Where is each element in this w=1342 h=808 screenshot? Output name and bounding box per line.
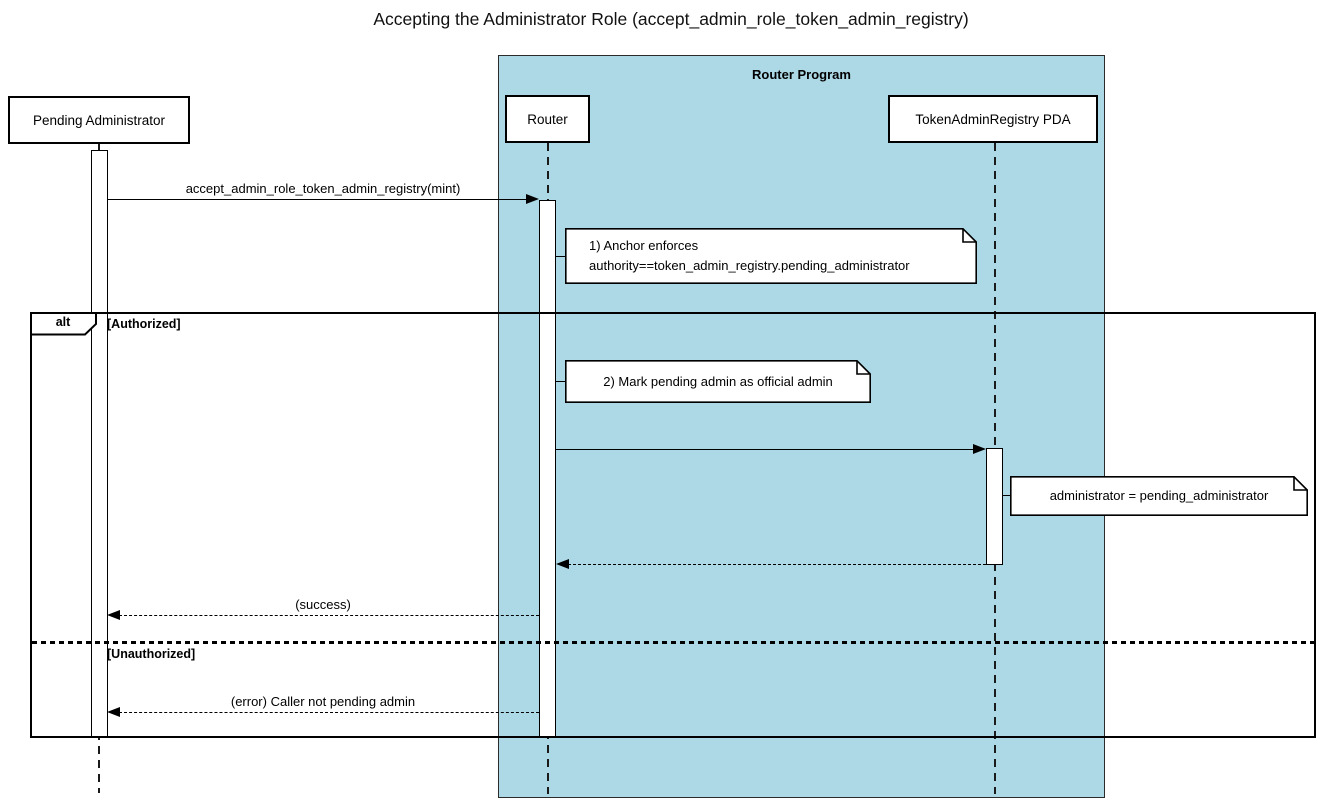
- message-error-line: [119, 712, 539, 713]
- alt-operator-pentagon: [30, 312, 97, 336]
- note-anchor-check-text: 1) Anchor enforces authority==token_admi…: [565, 228, 977, 284]
- diagram-title: Accepting the Administrator Role (accept…: [373, 9, 969, 29]
- participant-router-label: Router: [527, 111, 568, 127]
- message-call-line: [107, 199, 528, 200]
- guard-authorized: [Authorized]: [107, 317, 181, 331]
- participant-pending-administrator-label: Pending Administrator: [32, 112, 166, 128]
- message-success-label: (success): [295, 597, 351, 612]
- note-anchor-check-connector: [556, 256, 566, 257]
- participant-token-admin-registry-pda: TokenAdminRegistry PDA: [888, 95, 1098, 143]
- router-program-container: Router Program: [498, 55, 1105, 798]
- message-error-arrowhead-icon: [107, 707, 120, 717]
- note-shape-icon: [1010, 476, 1308, 516]
- message-call-arrowhead-icon: [526, 194, 539, 204]
- note-assignment: administrator = pending_administrator: [1010, 476, 1308, 516]
- message-call-label: accept_admin_role_token_admin_registry(m…: [185, 181, 461, 196]
- message-update-line: [556, 449, 974, 450]
- message-update-return-arrowhead-icon: [556, 559, 569, 569]
- note-shape-icon: [565, 360, 871, 403]
- participant-router: Router: [505, 95, 590, 143]
- note-anchor-check-line1: 1) Anchor enforces: [589, 238, 699, 253]
- alt-operator-label: alt: [55, 315, 71, 329]
- message-update-arrowhead-icon: [973, 444, 986, 454]
- note-anchor-check: 1) Anchor enforces authority==token_admi…: [565, 228, 977, 284]
- note-assignment-connector: [1002, 495, 1011, 496]
- note-anchor-check-line2: authority==token_admin_registry.pending_…: [589, 258, 910, 273]
- message-error-label: (error) Caller not pending admin: [230, 694, 416, 709]
- note-mark-admin: 2) Mark pending admin as official admin: [565, 360, 871, 403]
- guard-unauthorized: [Unauthorized]: [107, 647, 196, 661]
- note-mark-admin-text: 2) Mark pending admin as official admin: [603, 373, 833, 389]
- message-success-arrowhead-icon: [107, 610, 120, 620]
- message-update-return-line: [568, 564, 986, 565]
- alt-frame: alt [Authorized] [Unauthorized]: [30, 312, 1316, 738]
- participant-token-admin-registry-pda-label: TokenAdminRegistry PDA: [915, 111, 1071, 127]
- note-mark-admin-connector: [556, 381, 566, 382]
- note-shape-icon: [565, 228, 977, 284]
- alt-divider: [32, 641, 1314, 644]
- router-program-label: Router Program: [752, 67, 851, 82]
- participant-pending-administrator: Pending Administrator: [8, 96, 190, 144]
- message-success-line: [119, 615, 539, 616]
- activation-token-admin-registry-pda: [986, 448, 1003, 565]
- note-assignment-text: administrator = pending_administrator: [1049, 488, 1269, 503]
